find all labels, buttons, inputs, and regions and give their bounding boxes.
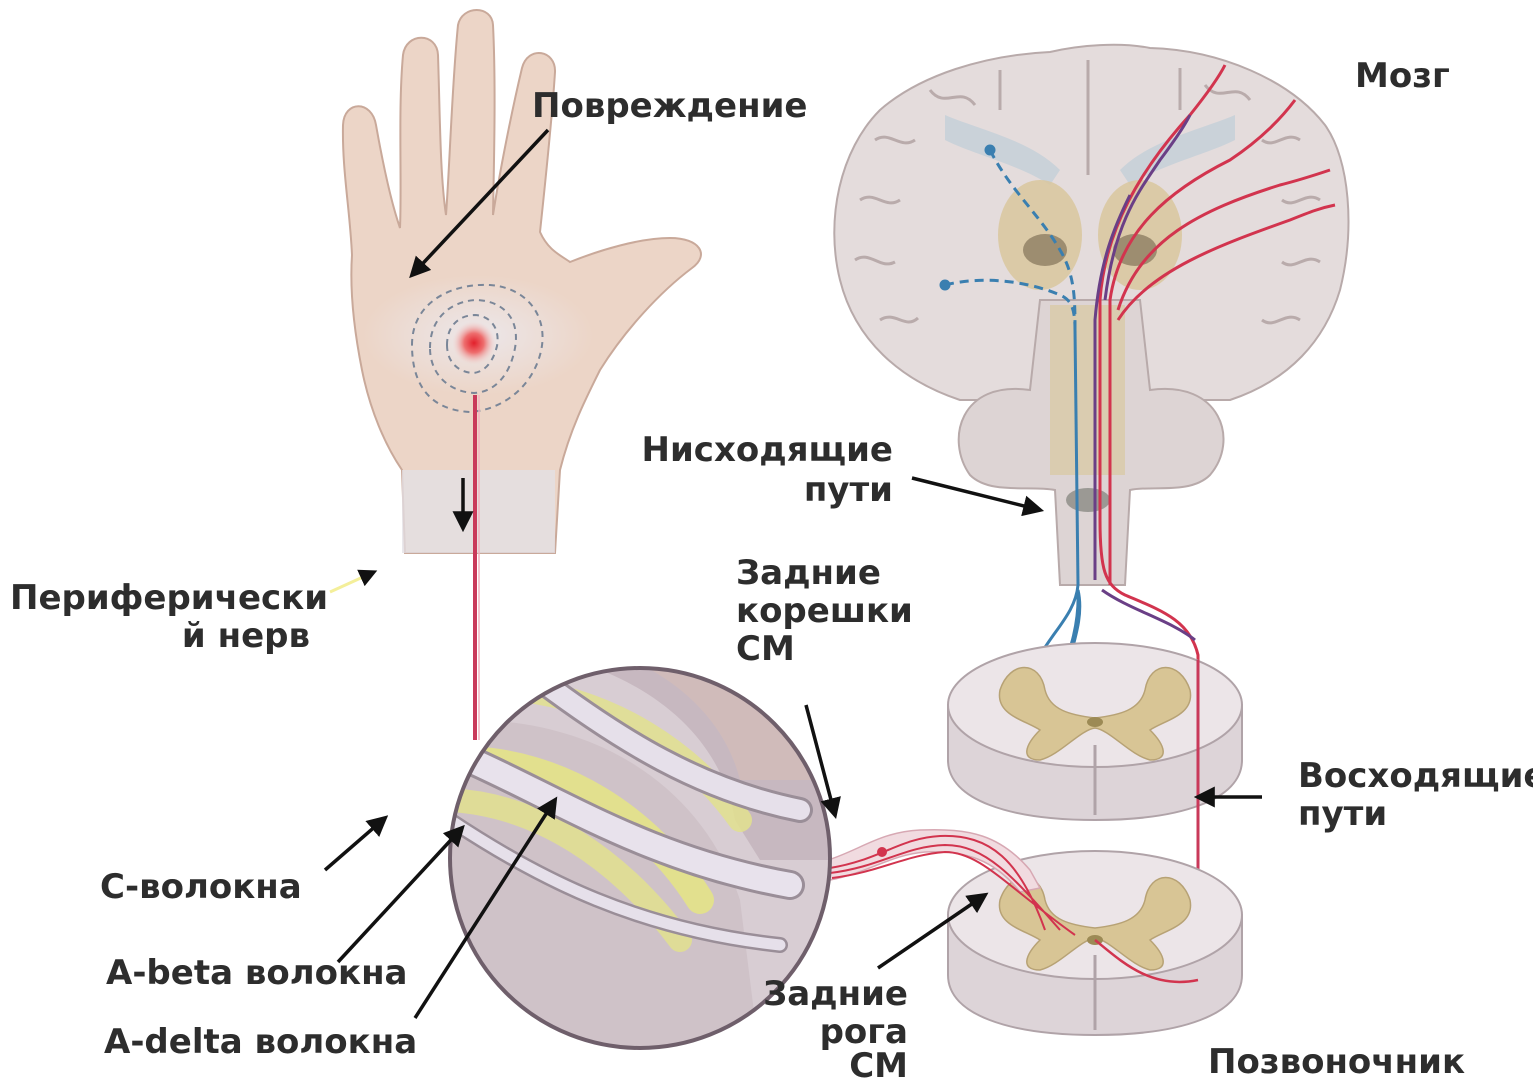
label-c-fibers: С-волокна xyxy=(100,867,302,907)
arrow-a-beta xyxy=(338,828,462,962)
label-injury: Повреждение xyxy=(532,86,807,126)
spinal-cord-lower xyxy=(948,851,1242,1035)
label-peripheral-line1: Периферически xyxy=(10,578,310,618)
arrow-peripheral xyxy=(330,572,374,592)
label-descending-line1: Нисходящие xyxy=(590,430,893,470)
arrow-c-fibers xyxy=(325,818,385,870)
label-dorsal-horns-line3: СМ xyxy=(760,1046,908,1086)
label-dorsal-roots-line2: корешки xyxy=(736,591,913,631)
central-canal-upper xyxy=(1087,717,1103,727)
label-spine: Позвоночник xyxy=(1208,1042,1465,1082)
label-peripheral-line2: й нерв xyxy=(10,616,310,656)
label-dorsal-roots-line1: Задние xyxy=(736,553,881,593)
brainstem-core xyxy=(1050,305,1125,475)
label-dorsal-roots-line3: СМ xyxy=(736,629,795,669)
label-ascending-line2: пути xyxy=(1298,794,1387,834)
label-a-beta: A-beta волокна xyxy=(106,953,408,993)
label-ascending-line1: Восходящие xyxy=(1298,756,1533,796)
medulla-nucleus xyxy=(1066,488,1110,512)
label-brain: Мозг xyxy=(1355,56,1450,96)
label-descending-line2: пути xyxy=(590,470,893,510)
label-a-delta: A-delta волокна xyxy=(104,1022,417,1062)
descending-node-1 xyxy=(986,146,994,154)
dorsal-root-ganglion xyxy=(877,847,887,857)
descending-node-2 xyxy=(941,281,949,289)
injury-spot xyxy=(452,321,496,365)
label-dorsal-horns-line1: Задние xyxy=(760,974,908,1014)
